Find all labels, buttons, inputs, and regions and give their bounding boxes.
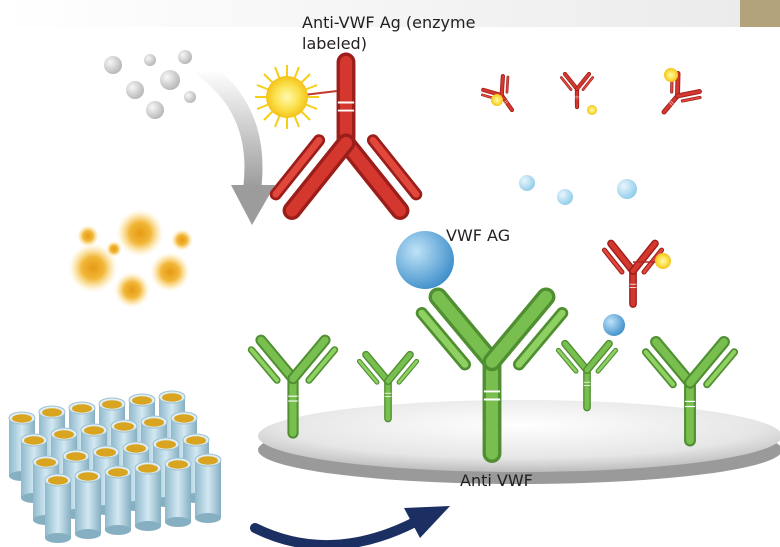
- enzyme-antibody-label: Anti-VWF Ag (enzyme labeled): [302, 13, 476, 53]
- sunburst-icon: [255, 65, 319, 129]
- microplate-wells-icon: [8, 390, 222, 544]
- product-molecules: [68, 209, 193, 308]
- antigen-molecule: [396, 231, 454, 289]
- free-antigens: [519, 175, 637, 205]
- free-detection-antibodies: [480, 68, 702, 124]
- top-banner: [0, 0, 740, 27]
- capture-antibody-label: Anti VWF: [460, 471, 533, 490]
- small-immune-complex: [603, 244, 671, 336]
- curved-arrow-icon: [250, 506, 450, 547]
- curved-arrow-icon: [196, 61, 275, 225]
- corner-block: [740, 0, 780, 27]
- antigen-label: VWF AG: [446, 226, 511, 245]
- substrate-molecules: [104, 50, 196, 119]
